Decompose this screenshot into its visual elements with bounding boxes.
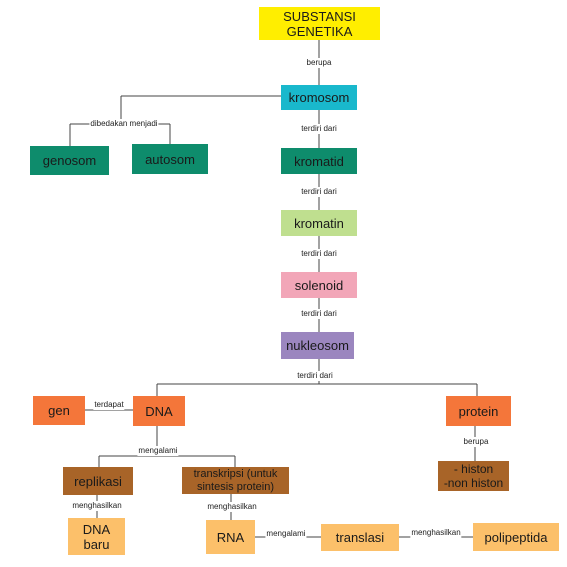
node-kromosom: kromosom	[281, 85, 357, 110]
node-rna: RNA	[206, 520, 255, 554]
node-genosom: genosom	[30, 146, 109, 175]
node-dna-baru: DNA baru	[68, 518, 125, 555]
edge-label-terdiri-dari-5: terdiri dari	[296, 371, 334, 381]
node-replikasi: replikasi	[63, 467, 133, 495]
node-substansi-genetika: SUBSTANSI GENETIKA	[259, 7, 380, 40]
edge-label-berupa-1: berupa	[305, 58, 333, 68]
edge-label-menghasilkan-2: menghasilkan	[206, 502, 258, 512]
node-transkripsi: transkripsi (untuk sintesis protein)	[182, 467, 289, 494]
node-autosom: autosom	[132, 144, 208, 174]
node-histon: - histon -non histon	[438, 461, 509, 491]
edge-label-mengalami-1: mengalami	[137, 446, 179, 456]
edge-label-terdapat: terdapat	[93, 400, 125, 410]
edge-label-mengalami-2: mengalami	[265, 529, 307, 539]
edge-label-menghasilkan-1: menghasilkan	[71, 501, 123, 511]
node-kromatid: kromatid	[281, 148, 357, 174]
node-translasi: translasi	[321, 524, 399, 551]
edge-label-terdiri-dari-2: terdiri dari	[300, 187, 338, 197]
edge-label-terdiri-dari-4: terdiri dari	[300, 309, 338, 319]
edge-label-berupa-2: berupa	[462, 437, 490, 447]
node-gen: gen	[33, 396, 85, 425]
node-protein: protein	[446, 396, 511, 426]
node-polipeptida: polipeptida	[473, 523, 559, 551]
node-solenoid: solenoid	[281, 272, 357, 298]
node-nukleosom: nukleosom	[281, 332, 354, 359]
edge-label-terdiri-dari-1: terdiri dari	[300, 124, 338, 134]
edge-label-dibedakan-menjadi: dibedakan menjadi	[89, 119, 159, 129]
edge-label-menghasilkan-3: menghasilkan	[410, 528, 462, 538]
node-dna: DNA	[133, 396, 185, 426]
edge-label-terdiri-dari-3: terdiri dari	[300, 249, 338, 259]
node-kromatin: kromatin	[281, 210, 357, 236]
